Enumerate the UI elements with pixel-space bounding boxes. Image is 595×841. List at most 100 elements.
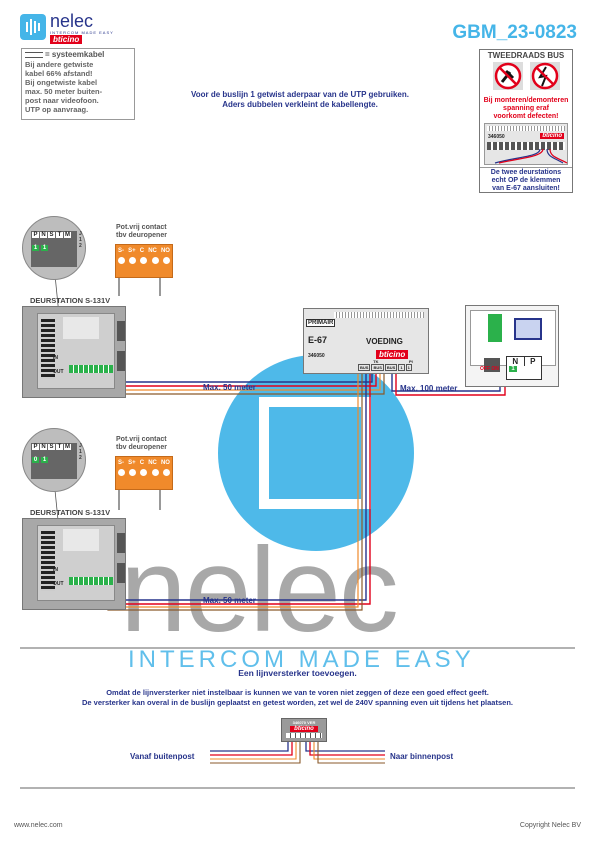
psu-terminal: 1 xyxy=(405,364,412,371)
tweedraads-title: TWEEDRAADS BUS xyxy=(487,51,565,60)
zoom-side-label: J xyxy=(79,231,82,237)
screw-icon xyxy=(118,257,126,264)
station2-zoom-panel: P N S T M 0 1 xyxy=(31,443,77,479)
psu-distance: Max. 100 meter xyxy=(400,384,458,393)
screw-icon xyxy=(162,469,170,476)
note-line: echt OP de klemmen xyxy=(491,177,561,184)
psu-terminal: BUS xyxy=(384,364,398,371)
brand-partner-logo: bticino xyxy=(50,35,83,44)
station2-side-clip xyxy=(117,533,125,553)
psu-terminals: BUS BUS BUS 1 1 xyxy=(358,364,426,371)
zoom-label: N xyxy=(40,232,47,238)
psu-terminal: BUS xyxy=(358,364,371,371)
videophone-np-block: N P 1 xyxy=(506,356,542,380)
zoom-label: T xyxy=(56,232,63,238)
module-wires xyxy=(494,149,568,164)
screw-icon xyxy=(162,257,170,264)
footer-website[interactable]: www.nelec.com xyxy=(14,822,63,829)
notice-line: kabel 66% afstand! xyxy=(25,69,93,78)
station1-in-label: IN xyxy=(53,355,58,361)
videophone-np-labels: N P xyxy=(507,357,541,366)
station1-out-label: OUT xyxy=(53,369,64,375)
intro-text: Voor de buslijn 1 getwist aderpaar van d… xyxy=(150,90,450,110)
screw-icon xyxy=(151,257,159,264)
zoom-side-label: 2 xyxy=(79,243,82,249)
tweedraads-module: 346050 bticino xyxy=(484,123,568,165)
screw-icon xyxy=(118,469,126,476)
station1-terminal-strip xyxy=(69,365,113,373)
station2-title: DEURSTATION S-131V xyxy=(30,508,111,517)
station1-contact-terminals: S- S+ C NC NO xyxy=(116,248,172,254)
tweedraads-warning: Bij monteren/demonteren spanning eraf vo… xyxy=(480,97,572,121)
amplifier-left-label: Vanaf buitenpost xyxy=(130,752,195,761)
intro-line: Voor de buslijn 1 getwist aderpaar van d… xyxy=(191,90,409,99)
terminal-label: NC xyxy=(148,460,157,466)
zoom-label: M xyxy=(64,444,71,450)
zoom-label: S xyxy=(48,444,55,450)
dip-switch: 1 xyxy=(32,245,39,251)
power-supply: PRIMAIR E-67 VOEDING 346050 bticino TK P… xyxy=(303,308,429,374)
brand-tagline: INTERCOM MADE EASY xyxy=(50,30,114,35)
dip-switch: 1 xyxy=(509,366,517,372)
warning-icons xyxy=(493,62,560,90)
monitor-icon xyxy=(514,318,542,340)
station2-terminal-strip xyxy=(69,577,113,585)
station1-zoom-side: J 1 2 xyxy=(79,231,82,249)
module-brand: bticino xyxy=(540,133,564,139)
station2-device: IN OUT xyxy=(22,518,126,610)
station1-zoom-switches: 1 1 xyxy=(31,239,77,251)
notice-line: max. 50 meter buiten- xyxy=(25,87,103,96)
station1-label-plate xyxy=(63,317,99,339)
footer-copyright: Copyright Nelec BV xyxy=(519,822,581,829)
module-code: 346050 xyxy=(488,134,505,140)
psu-code: 346050 xyxy=(308,353,325,359)
station2-contact-label: Pot.vrij contact tbv deuropener xyxy=(116,436,167,452)
tweedraads-box: TWEEDRAADS BUS Bij monteren/demonteren s… xyxy=(479,49,573,193)
station1-contact-box: S- S+ C NC NO xyxy=(115,244,173,278)
station1-distance: Max. 50 meter xyxy=(203,383,256,392)
psu-name: VOEDING xyxy=(366,337,403,346)
terminal-group-label: TK xyxy=(373,359,379,364)
warning-line: voorkomt defecten! xyxy=(493,113,559,120)
document-code: GBM_23-0823 xyxy=(452,22,577,43)
station1-side-clip xyxy=(117,321,125,341)
station1-device: IN OUT xyxy=(22,306,126,398)
np-label: P xyxy=(530,357,536,366)
videophone: OFF ON N P 1 xyxy=(465,305,559,387)
station1-zoom-panel: P N S T M 1 1 xyxy=(31,231,77,267)
screw-icon xyxy=(140,469,148,476)
screw-icon xyxy=(151,469,159,476)
terminal-label: NO xyxy=(160,248,170,254)
module-terminals xyxy=(487,142,565,150)
zoom-label: T xyxy=(56,444,63,450)
terminal-label: NO xyxy=(160,460,170,466)
zoom-label: M xyxy=(64,232,71,238)
brand-logo-icon xyxy=(20,14,46,40)
notice-legend: = systeemkabel xyxy=(22,49,134,60)
amplifier-paragraph-line: Omdat de lijnversterker niet instelbaar … xyxy=(106,688,489,697)
amplifier-device-label: 346070 VER xyxy=(292,720,316,725)
station1-zoom-labels: P N S T M xyxy=(31,231,77,239)
amplifier-device-brand: bticino xyxy=(290,726,318,732)
station1-contact-label: Pot.vrij contact tbv deuropener xyxy=(116,224,167,240)
station2-in-label: IN xyxy=(53,567,58,573)
station1-title: DEURSTATION S-131V xyxy=(30,296,111,305)
terminal-label: C xyxy=(139,460,145,466)
zoom-side-label: J xyxy=(79,443,82,449)
station2-out-label: OUT xyxy=(53,581,64,587)
warning-line: spanning eraf xyxy=(503,105,549,112)
terminal-label: S+ xyxy=(128,460,136,466)
terminal-label: S- xyxy=(118,248,125,254)
notice-legend-label: = systeemkabel xyxy=(45,50,105,59)
screw-icon xyxy=(129,257,137,264)
dip-switch: 1 xyxy=(41,245,48,251)
contact-label-line: Pot.vrij contact xyxy=(116,436,167,443)
station1-zoom: P N S T M 1 1 J 1 2 xyxy=(22,216,86,280)
contact-label-line: tbv deuropener xyxy=(116,232,167,239)
psu-primary-label: PRIMAIR xyxy=(306,319,336,327)
amplifier-paragraph: Omdat de lijnversterker niet instelbaar … xyxy=(20,688,575,708)
terminal-label: NC xyxy=(148,248,157,254)
station2-side-clip xyxy=(117,563,125,583)
notice-box: = systeemkabel Bij andere getwiste kabel… xyxy=(21,48,135,120)
